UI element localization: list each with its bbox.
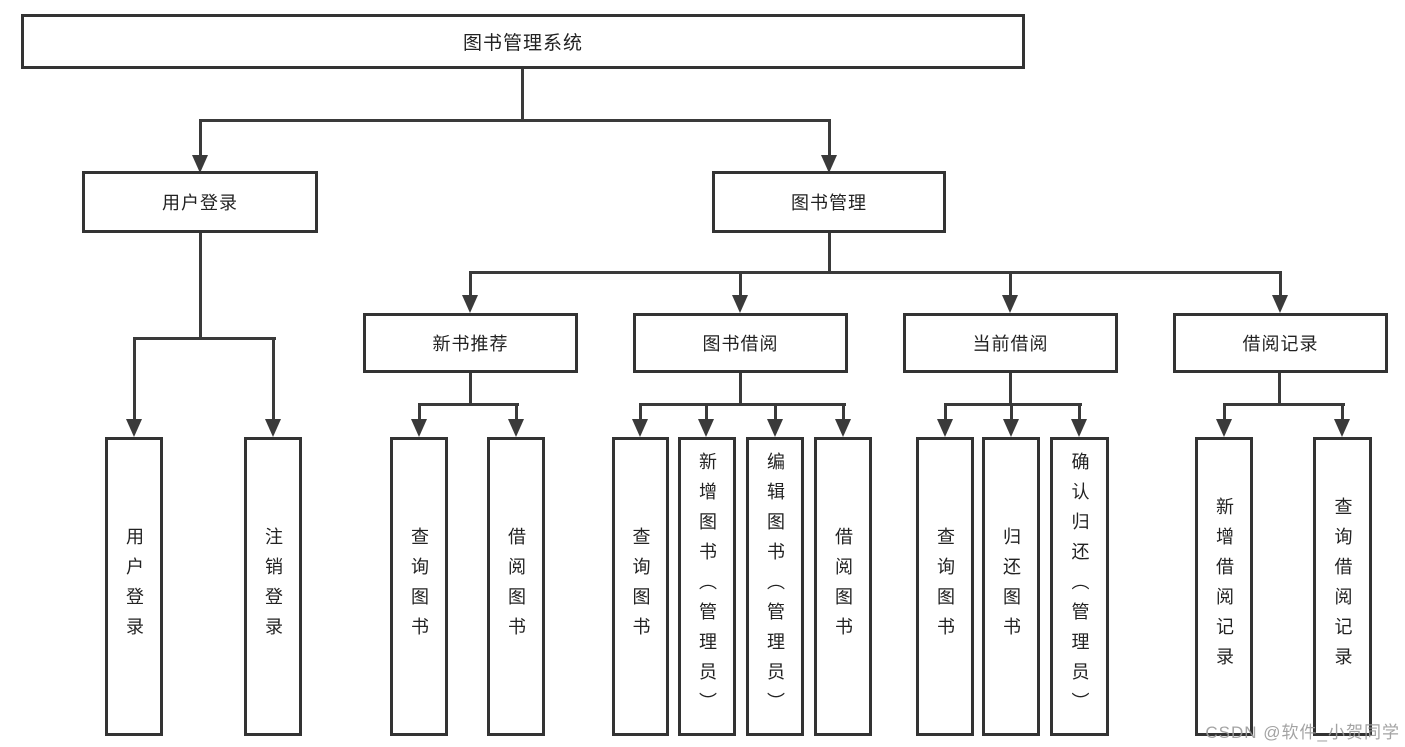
connector-line bbox=[133, 337, 136, 422]
connector-line bbox=[418, 403, 519, 406]
node-book-management: 图书管理 bbox=[712, 171, 946, 233]
connector-line bbox=[828, 233, 831, 274]
arrow-down-icon bbox=[1003, 419, 1019, 437]
node-label: 注销登录 bbox=[263, 526, 283, 647]
arrow-down-icon bbox=[192, 155, 208, 173]
connector-line bbox=[521, 69, 524, 122]
connector-line bbox=[1010, 403, 1013, 423]
node-book-borrowing: 图书借阅 bbox=[633, 313, 848, 373]
node-label: 用户登录 bbox=[124, 526, 144, 647]
arrow-down-icon bbox=[1272, 295, 1288, 313]
connector-line bbox=[199, 233, 202, 339]
connector-line bbox=[944, 403, 947, 423]
connector-line bbox=[1341, 403, 1344, 423]
arrow-down-icon bbox=[732, 295, 748, 313]
connector-line bbox=[639, 403, 642, 423]
node-current-borrowing: 当前借阅 bbox=[903, 313, 1118, 373]
node-leaf-edit-book-admin: 编辑图书（管理员） bbox=[746, 437, 804, 736]
connector-line bbox=[469, 271, 1282, 274]
node-label: 新增借阅记录 bbox=[1214, 496, 1234, 677]
connector-line bbox=[774, 403, 777, 423]
node-label: 当前借阅 bbox=[972, 334, 1049, 354]
connector-line bbox=[199, 119, 202, 157]
node-label: 新书推荐 bbox=[432, 334, 509, 354]
connector-line bbox=[639, 403, 846, 406]
connector-line bbox=[1009, 271, 1012, 298]
connector-line bbox=[944, 403, 1082, 406]
node-label: 查询图书 bbox=[935, 526, 955, 647]
arrow-down-icon bbox=[835, 419, 851, 437]
node-label: 借阅记录 bbox=[1242, 334, 1319, 354]
node-label: 图书管理系统 bbox=[462, 33, 583, 54]
node-label: 查询图书 bbox=[409, 526, 429, 647]
node-user-login: 用户登录 bbox=[82, 171, 318, 233]
connector-line bbox=[1279, 271, 1282, 298]
node-label: 图书借阅 bbox=[702, 334, 779, 354]
node-leaf-add-borrow-record: 新增借阅记录 bbox=[1195, 437, 1253, 736]
connector-line bbox=[1009, 373, 1012, 406]
connector-line bbox=[1223, 403, 1226, 423]
node-leaf-user-login: 用户登录 bbox=[105, 437, 163, 736]
connector-line bbox=[705, 403, 708, 423]
node-leaf-borrow-books: 借阅图书 bbox=[814, 437, 872, 736]
connector-line bbox=[739, 373, 742, 406]
node-label: 查询借阅记录 bbox=[1332, 496, 1353, 677]
arrow-down-icon bbox=[821, 155, 837, 173]
connector-line bbox=[842, 403, 845, 423]
arrow-down-icon bbox=[411, 419, 427, 437]
node-leaf-query-books: 查询图书 bbox=[390, 437, 448, 736]
node-leaf-query-books: 查询图书 bbox=[916, 437, 974, 736]
connector-line bbox=[515, 403, 518, 423]
connector-line bbox=[1278, 373, 1281, 406]
node-leaf-query-borrow-record: 查询借阅记录 bbox=[1313, 437, 1372, 736]
arrow-down-icon bbox=[1216, 419, 1232, 437]
connector-line bbox=[469, 373, 472, 406]
connector-line bbox=[199, 119, 831, 122]
connector-line bbox=[1078, 403, 1081, 423]
node-label: 归还图书 bbox=[1001, 526, 1021, 647]
arrow-down-icon bbox=[698, 419, 714, 437]
arrow-down-icon bbox=[126, 419, 142, 437]
arrow-down-icon bbox=[462, 295, 478, 313]
node-leaf-query-books: 查询图书 bbox=[612, 437, 669, 736]
watermark: CSDN @软件_小贺同学 bbox=[1205, 723, 1400, 742]
arrow-down-icon bbox=[767, 419, 783, 437]
node-leaf-add-book-admin: 新增图书（管理员） bbox=[678, 437, 736, 736]
node-borrowing-records: 借阅记录 bbox=[1173, 313, 1388, 373]
connector-line bbox=[133, 337, 276, 340]
node-label: 编辑图书（管理员） bbox=[765, 451, 785, 722]
connector-line bbox=[272, 337, 275, 422]
node-new-book-recommendation: 新书推荐 bbox=[363, 313, 578, 373]
node-leaf-logout: 注销登录 bbox=[244, 437, 302, 736]
connector-line bbox=[1223, 403, 1345, 406]
arrow-down-icon bbox=[1071, 419, 1087, 437]
node-library-management-system: 图书管理系统 bbox=[21, 14, 1025, 69]
node-label: 查询图书 bbox=[630, 526, 651, 647]
connector-line bbox=[828, 119, 831, 157]
connector-line bbox=[418, 403, 421, 423]
node-label: 用户登录 bbox=[162, 193, 238, 213]
connector-line bbox=[469, 271, 472, 298]
arrow-down-icon bbox=[1334, 419, 1350, 437]
node-label: 借阅图书 bbox=[833, 526, 853, 647]
node-label: 新增图书（管理员） bbox=[697, 451, 717, 722]
node-label: 确认归还（管理员） bbox=[1069, 451, 1090, 722]
node-leaf-confirm-return-admin: 确认归还（管理员） bbox=[1050, 437, 1109, 736]
arrow-down-icon bbox=[937, 419, 953, 437]
node-label: 图书管理 bbox=[791, 193, 867, 213]
node-label: 借阅图书 bbox=[506, 526, 526, 647]
arrow-down-icon bbox=[1002, 295, 1018, 313]
arrow-down-icon bbox=[265, 419, 281, 437]
arrow-down-icon bbox=[508, 419, 524, 437]
arrow-down-icon bbox=[632, 419, 648, 437]
node-leaf-return-books: 归还图书 bbox=[982, 437, 1040, 736]
connector-line bbox=[739, 271, 742, 298]
node-leaf-borrow-books: 借阅图书 bbox=[487, 437, 545, 736]
